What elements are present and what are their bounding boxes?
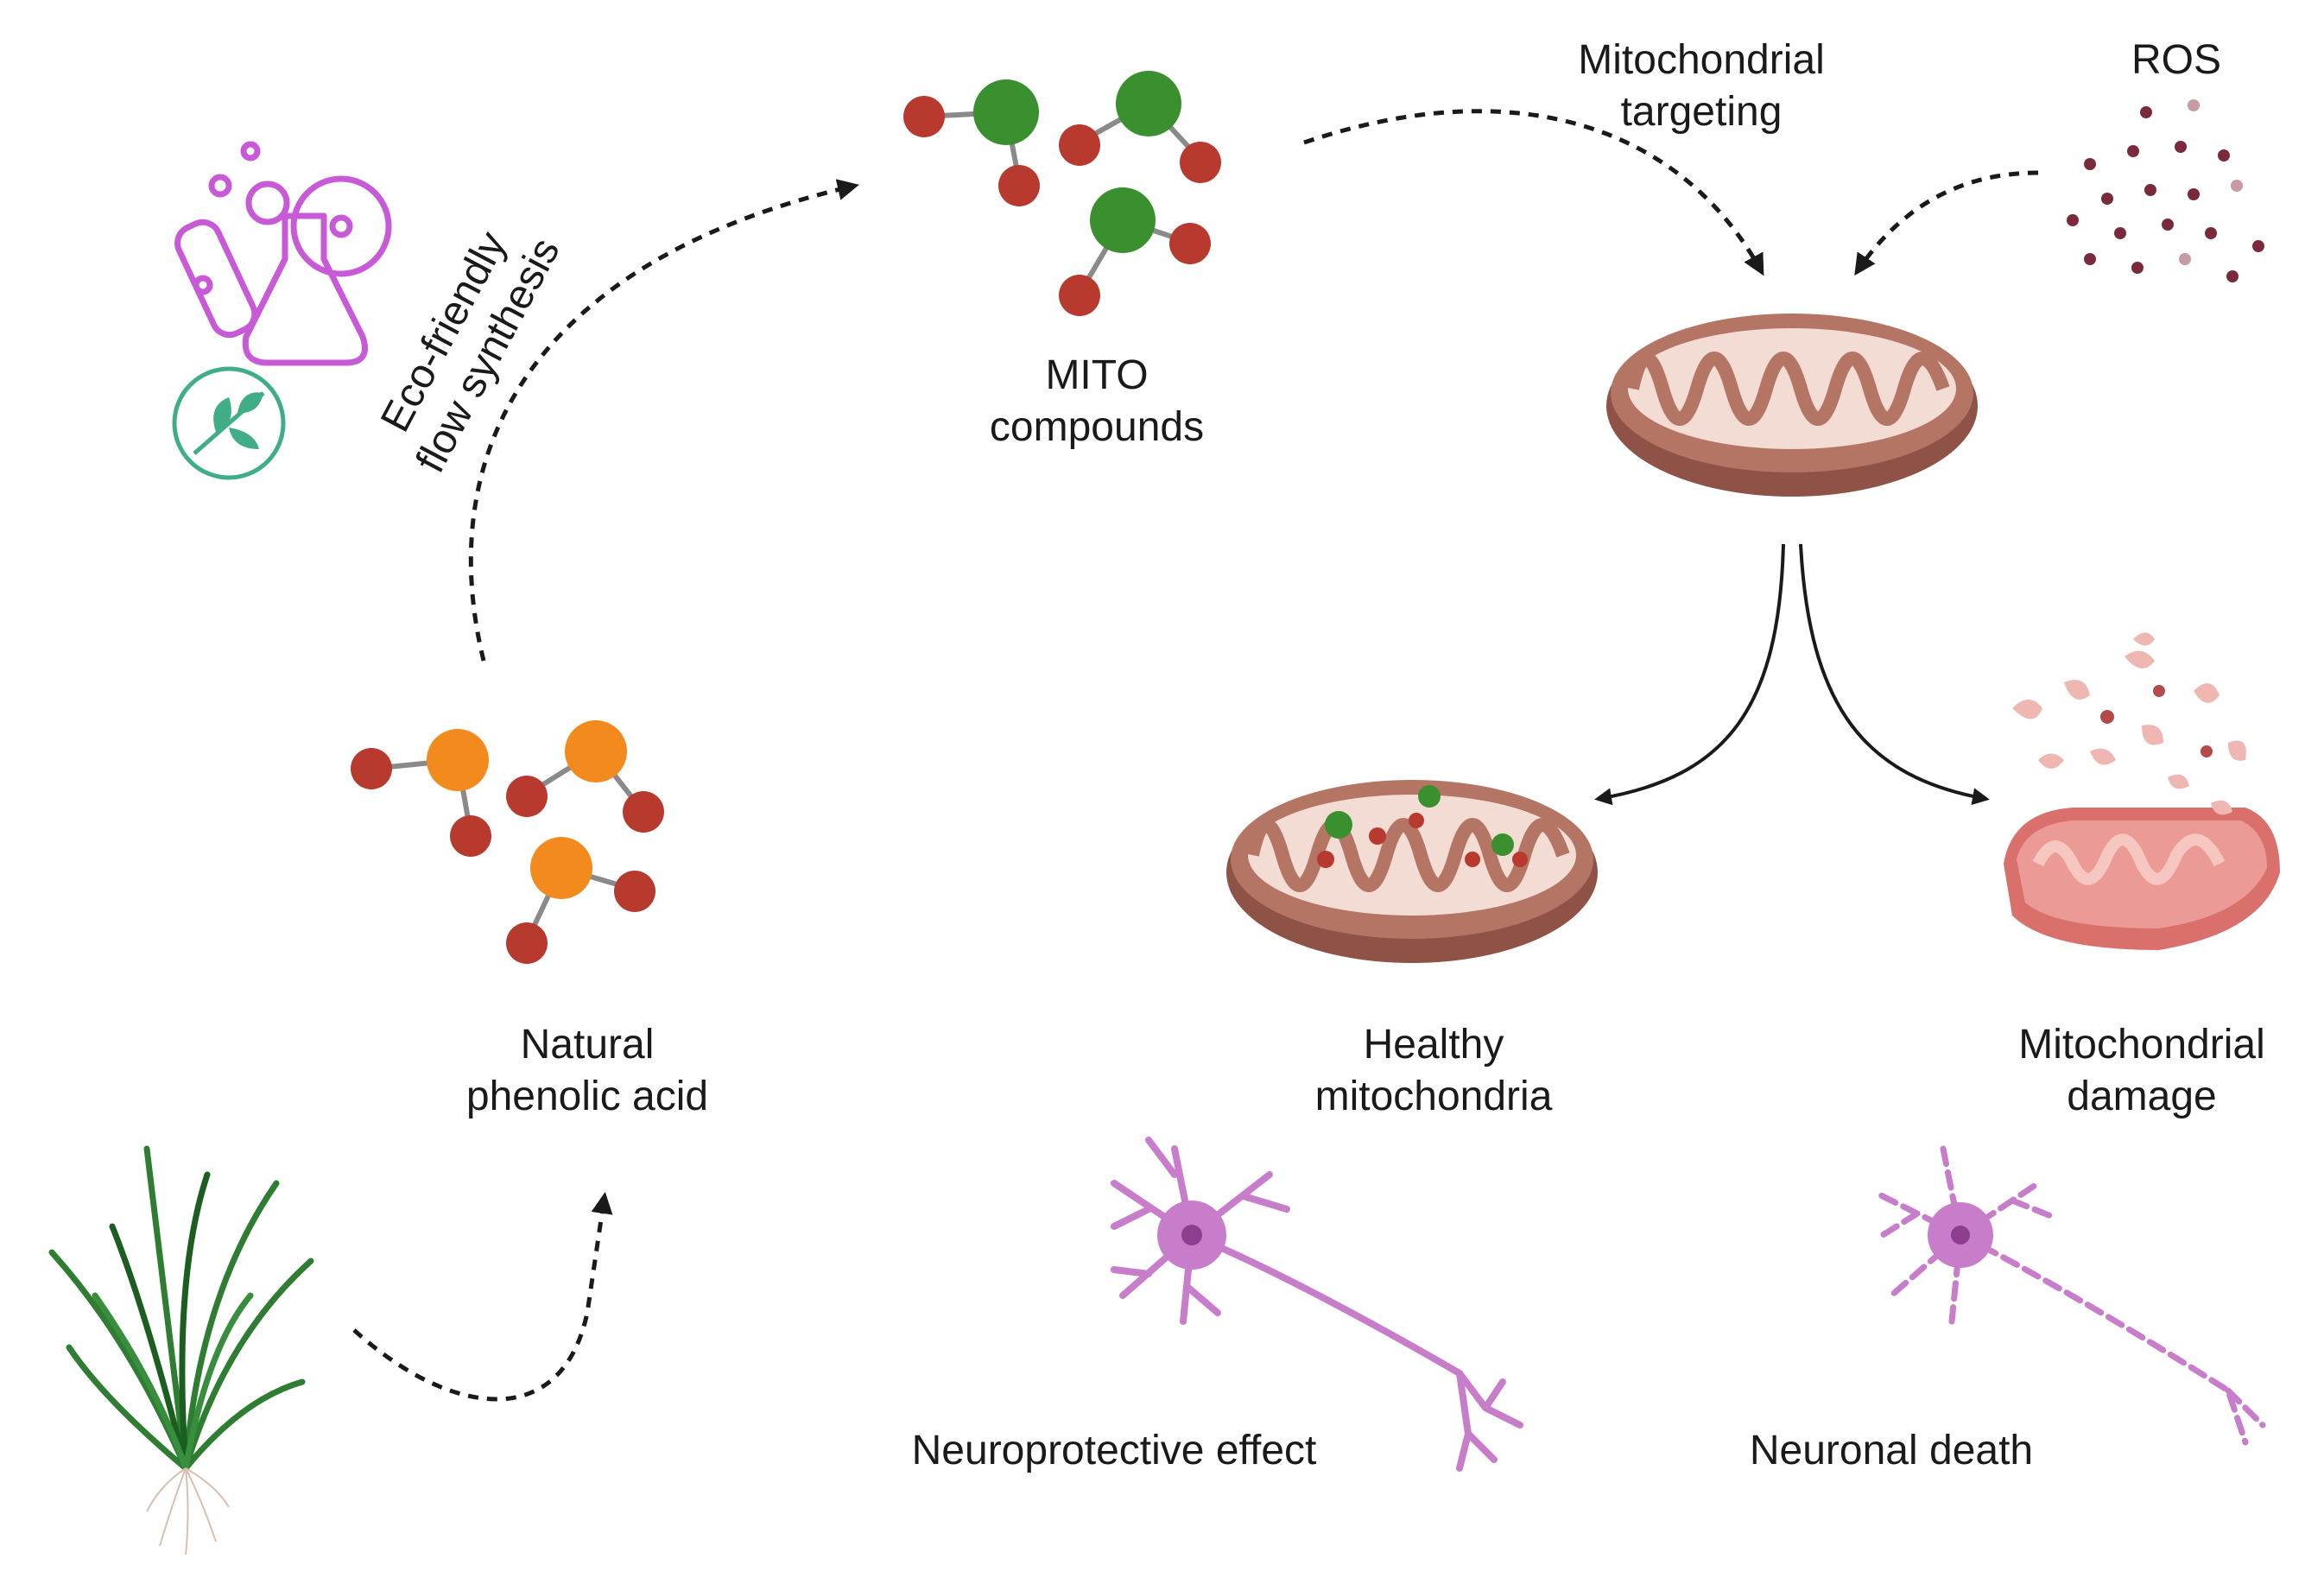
healthy-line-1: Healthy [1363,1022,1504,1068]
arrow-to-healthy-mitochondria [1594,543,1785,806]
neuroprotective-effect-label: Neuroprotective effect [872,1425,1356,1477]
phenolic-line-1: Natural [520,1022,655,1068]
damage-line-2: damage [2067,1074,2217,1119]
ros-text: ROS [2131,37,2221,83]
phenolic-line-2: phenolic acid [465,1074,709,1119]
mito-compound-molecules [903,71,1221,316]
arrow-ros-to-mitochondrion [1854,170,2039,276]
healthy-mitochondria-label: Healthy mitochondria [1261,1019,1606,1123]
natural-phenolic-acid-label: Natural phenolic acid [415,1019,760,1123]
arrow-to-mitochondrial-damage [1799,543,1990,806]
arrow-phenolic-to-mito-compounds [468,179,859,662]
targeting-line-2: targeting [1620,89,1783,135]
damage-line-1: Mitochondrial [2018,1022,2265,1068]
mitochondrion-icon [1606,314,1978,497]
neuronal-death-text: Neuronal death [1749,1428,2034,1473]
grass-plant-icon [48,1145,314,1472]
ros-label: ROS [2090,35,2263,86]
mitochondrial-targeting-label: Mitochondrial targeting [1537,35,1865,138]
mito-compounds-label: MITO compounds [933,350,1261,453]
arrow-plant-to-phenolic [352,1192,613,1402]
neuroprotective-text: Neuroprotective effect [911,1428,1317,1473]
mito-compounds-line-1: MITO [1045,352,1149,398]
mito-compounds-line-2: compounds [989,404,1205,450]
eco-leaf-icon [172,366,286,480]
neuronal-death-label: Neuronal death [1710,1425,2073,1477]
mitochondrial-damage-label: Mitochondrial damage [1969,1019,2315,1123]
healthy-line-2: mitochondria [1314,1074,1553,1119]
plant-roots [146,1467,230,1555]
healthy-mitochondria-icon [1226,780,1598,963]
lab-flask-icon [174,141,392,366]
dying-neuron-icon [1871,1145,2266,1446]
healthy-neuron-icon [1111,1137,1523,1472]
ros-particles [2067,99,2264,282]
arrow-mito-compounds-to-mitochondrion [1303,109,1764,276]
targeting-line-1: Mitochondrial [1578,37,1825,83]
damaged-mitochondria-icon [2004,632,2280,950]
phenolic-acid-molecules [351,720,664,964]
